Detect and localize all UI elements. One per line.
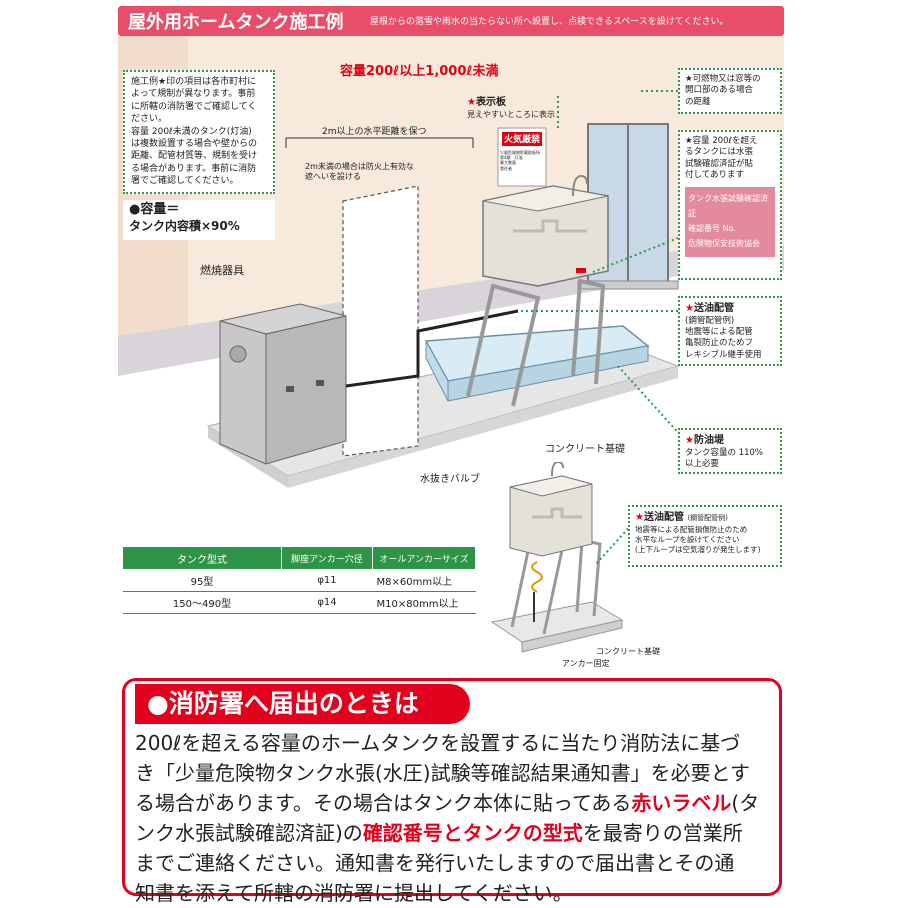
callout-line: ★容量 200ℓを超え	[685, 136, 758, 146]
pipe-callout2-title: 送油配管	[643, 512, 684, 523]
table-row: 150～490型 φ14 M10×80mm以上	[122, 591, 476, 614]
note-box: 施工例★印の項目は各市町村に よって規制が異なります。事前 に所轄の消防署でご確…	[123, 70, 275, 194]
label-callout: ★容量 200ℓを超え るタンクには水張 試験確認済証が貼 付してあります タン…	[678, 130, 782, 280]
sign-line: 第4類 灯油	[500, 155, 523, 161]
callout-line: るタンクには水張	[685, 147, 754, 158]
notice-text: ンク水張試験確認済証)の	[135, 821, 363, 845]
label-image-line: 危険物保安技術協会	[688, 239, 760, 249]
leader-line	[594, 509, 646, 566]
header-bar	[118, 6, 784, 36]
sign-line: 少量危険物貯蔵取扱所	[500, 150, 540, 155]
capacity-formula-value: タンク内容積×90%	[129, 218, 240, 233]
note-line: に所轄の消防署でご確認してく	[131, 101, 257, 112]
callout-line: 地震等による配管	[685, 326, 753, 337]
notice-body: 200ℓを超える容量のホームタンクを設置するに当たり消防法に基づき「少量危険物タ…	[135, 728, 771, 908]
page-subtitle: 屋根からの落雪や雨水の当たらない所へ設置し、点検できるスペースを設けてください。	[370, 17, 729, 27]
notice-line: る場合があります。その場合はタンク本体に貼ってある赤いラベル(タ	[135, 788, 771, 818]
note-line: ださい。	[131, 114, 168, 125]
sign-line: 最大数量	[500, 160, 516, 166]
table-cell: φ14	[281, 591, 373, 614]
callout-line: レキシブル継手使用	[685, 349, 762, 360]
notice-line: 知書を添えて所轄の消防署に提出してください。	[135, 878, 771, 908]
callout-line: ★可燃物又は窓等の	[685, 74, 761, 84]
table-cell: φ11	[281, 569, 373, 592]
notice-text: までご連絡ください。通知書を発行いたしますので届出書とその通	[135, 851, 735, 875]
horizontal-distance-label: 2m以上の水平距離を保つ	[322, 127, 427, 137]
notice-line: までご連絡ください。通知書を発行いたしますので届出書とその通	[135, 848, 771, 878]
notice-line: ンク水張試験確認済証)の確認番号とタンクの型式を最寄りの営業所	[135, 818, 771, 848]
dike-callout-title: 防油堤	[693, 435, 724, 446]
capacity-formula-title: ●容量＝	[129, 202, 180, 217]
capacity-formula: ●容量＝ タンク内容積×90%	[123, 200, 275, 240]
fire-sign-text: 火気厳禁	[503, 135, 540, 145]
notice-text: る場合があります。その場合はタンク本体に貼ってある	[135, 791, 632, 815]
page-title: 屋外用ホームタンク施工例	[128, 12, 344, 33]
notice-text: き「少量危険物タンク水張(水圧)試験等確認結果通知書」を必要とす	[135, 761, 751, 785]
table-header: オールアンカーサイズ	[372, 546, 476, 570]
callout-line: 試験確認済証が貼	[685, 158, 754, 169]
callout-line: (鋼管配管例)	[685, 315, 735, 326]
note-line: 容量 200ℓ未満のタンク(灯油)	[131, 126, 252, 137]
table-row: 95型 φ11 M8×60mm以上	[122, 569, 476, 592]
note-line: は複数設置する場合や壁からの	[131, 139, 258, 150]
label-image-line: タンク水張試験確認済証	[688, 193, 768, 219]
drain-valve-label: 水抜きバルブ	[420, 474, 480, 485]
callout-line: 地震等による配管損傷防止のため	[635, 524, 748, 534]
dike-callout: ★防油堤 タンク容量の 110% 以上必要	[678, 428, 782, 474]
table-cell: M8×60mm以上	[372, 569, 476, 592]
capacity-range: 容量200ℓ以上1,000ℓ未満	[340, 64, 499, 79]
callout-line: タンク容量の 110%	[685, 447, 764, 458]
sign-callout: ★表示板 見えやすいところに表示	[462, 92, 580, 122]
concrete-label: コンクリート基礎	[545, 444, 625, 455]
pipe-callout-title: 送油配管	[693, 303, 734, 314]
spec-table: タンク型式 脚座アンカー穴径 オールアンカーサイズ 95型 φ11 M8×60m…	[122, 546, 476, 614]
concrete-label-2: コンクリート基礎	[596, 647, 660, 656]
table-cell: 150～490型	[122, 591, 282, 614]
table-cell: M10×80mm以上	[372, 591, 476, 614]
note-line: よって規制が異なります。事前	[131, 89, 256, 100]
notice-text: 200ℓを超える容量のホームタンクを設置するに当たり消防法に基づ	[135, 731, 741, 755]
table-header: 脚座アンカー穴径	[281, 546, 373, 570]
pipe-callout-2: ★送油配管 (鋼管配管例) 地震等による配管損傷防止のため 水平なループを設けて…	[628, 505, 782, 567]
note-line: 距離、配管材質等、規制を受け	[131, 151, 258, 162]
callout-line: 亀裂防止のためフ	[685, 338, 754, 349]
callout-line: 水平なループを設けてください	[635, 534, 740, 544]
note-line: 署でご確認してください。	[131, 176, 239, 187]
callout-line: 以上必要	[685, 458, 720, 469]
notice-text: (タ	[731, 791, 760, 815]
sign-callout-title: 表示板	[475, 97, 506, 108]
note-line: 施工例★印の項目は各市町村に	[131, 77, 257, 87]
notice-title: ●消防署へ届出のときは	[135, 684, 470, 724]
sign-line: 責任者	[500, 165, 512, 171]
burner-label: 燃焼器具	[200, 264, 244, 277]
fire-sign-small: 少量危険物貯蔵取扱所 第4類 灯油 最大数量 責任者	[500, 150, 540, 171]
pipe-callout2-suffix: (鋼管配管例)	[687, 514, 728, 522]
notice-line: き「少量危険物タンク水張(水圧)試験等確認結果通知書」を必要とす	[135, 758, 771, 788]
note-line: る場合があります。事前に消防	[131, 163, 257, 174]
notice-text: 知書を添えて所轄の消防署に提出してください。	[135, 881, 573, 905]
callout-line: 開口部のある場合	[685, 85, 754, 96]
callout-line: 付してあります	[685, 170, 744, 181]
callout-line: (上下ループは空気溜りが発生します)	[635, 544, 761, 554]
window-callout: ★可燃物又は窓等の 開口部のある場合 の距離	[678, 68, 782, 114]
notice-highlight: 赤いラベル	[631, 791, 732, 815]
notice-line: 200ℓを超える容量のホームタンクを設置するに当たり消防法に基づ	[135, 728, 771, 758]
label-image-line: 確認番号 No.	[688, 224, 736, 234]
wall-note-line: 遮へいを設ける	[305, 172, 361, 182]
notice-text: を最寄りの営業所	[582, 821, 743, 845]
wall-note-line: 2m未満の場合は防火上有効な	[305, 162, 414, 171]
notice-highlight: 確認番号とタンクの型式	[362, 821, 583, 845]
anchor-label: アンカー固定	[562, 659, 610, 668]
label-image: タンク水張試験確認済証 確認番号 No. 危険物保安技術協会	[685, 186, 775, 257]
callout-line: の距離	[685, 96, 711, 107]
tank-stand-illustration	[490, 462, 624, 653]
table-header: タンク型式	[122, 546, 282, 570]
table-cell: 95型	[122, 569, 282, 592]
pipe-callout: ★送油配管 (鋼管配管例) 地震等による配管 亀裂防止のためフ レキシブル継手使…	[678, 296, 782, 366]
wall-note: 2m未満の場合は防火上有効な 遮へいを設ける	[305, 162, 414, 183]
sign-callout-text: 見えやすいところに表示	[467, 109, 555, 119]
